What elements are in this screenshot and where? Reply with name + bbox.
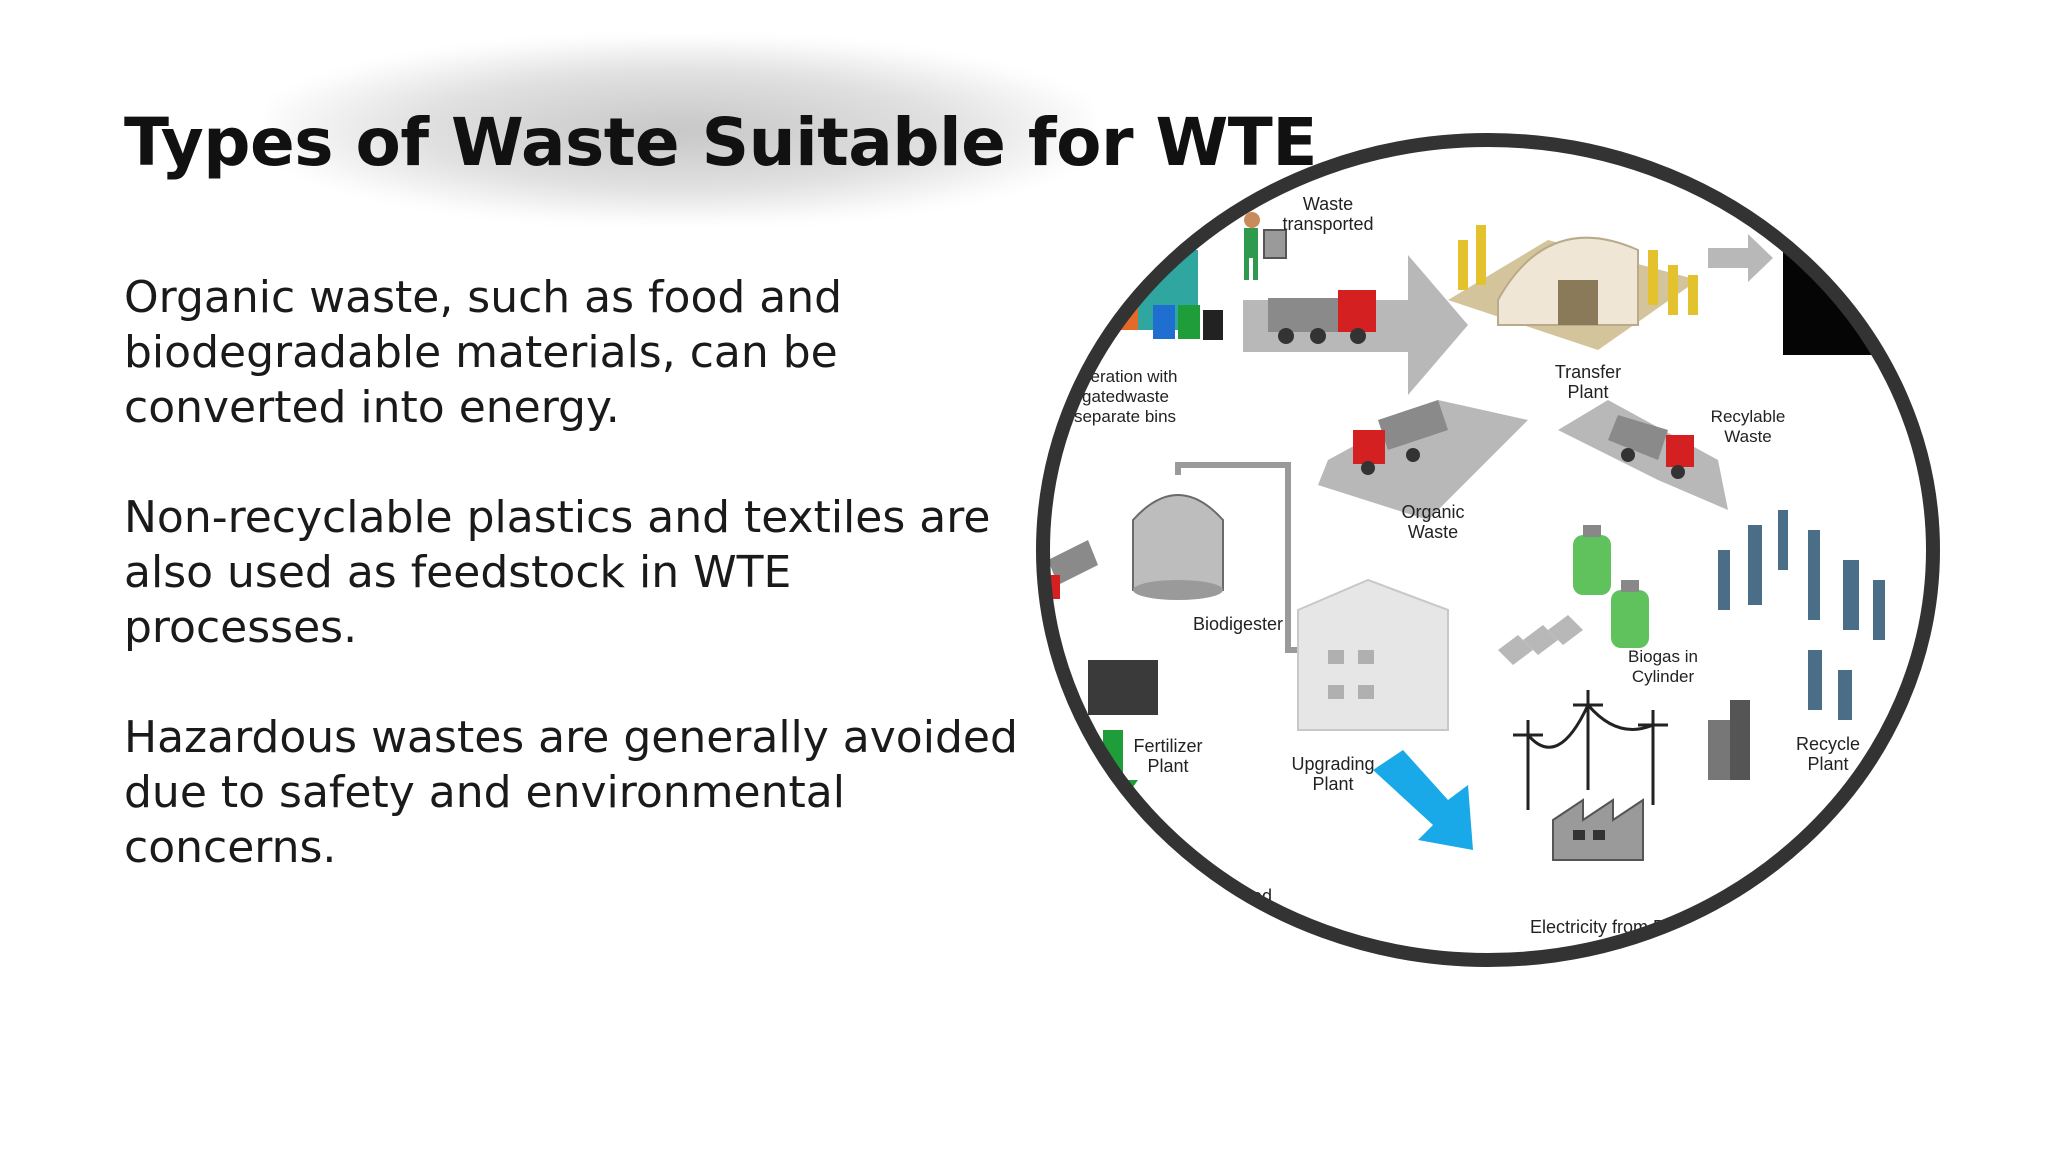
biodigester-icon bbox=[1132, 462, 1308, 653]
truck-icon bbox=[1268, 290, 1376, 344]
illustration-ring bbox=[1036, 133, 1940, 967]
label-transfer-2: Plant bbox=[1567, 382, 1608, 402]
label-recycle-1: Recycle bbox=[1796, 734, 1860, 754]
label-recyclable-1: Recylable bbox=[1711, 407, 1786, 426]
chevron-arrows-icon bbox=[1498, 615, 1583, 665]
label-recycle-2: Plant bbox=[1807, 754, 1848, 774]
paragraph-plastics-textiles: Non-recyclable plastics and textiles are… bbox=[124, 492, 991, 653]
label-generation-1: e generation with bbox=[1048, 367, 1177, 386]
recycle-plant-machinery-icon bbox=[1718, 510, 1885, 720]
arrow-right-icon bbox=[1708, 234, 1773, 282]
title-shadow-glow bbox=[270, 40, 1090, 220]
blue-flow-arrow-icon bbox=[1373, 750, 1473, 850]
paragraph-hazardous-wastes: Hazardous wastes are generally avoided d… bbox=[124, 712, 1018, 873]
label-fertilizer-2: Plant bbox=[1147, 756, 1188, 776]
label-recyclable-2: Waste bbox=[1724, 427, 1772, 446]
city-buildings-icon bbox=[1708, 700, 1750, 780]
label-transfer-1: Transfer bbox=[1555, 362, 1621, 382]
label-waste-transported-2: transported bbox=[1282, 214, 1373, 234]
slide-title: Types of Waste Suitable for WTE bbox=[124, 104, 1317, 181]
label-biogas-2: Cylinder bbox=[1632, 667, 1695, 686]
upgrading-plant-icon bbox=[1297, 578, 1449, 731]
label-organic-2: Waste bbox=[1408, 522, 1458, 542]
organic-truck-icon bbox=[1353, 400, 1448, 475]
label-fertilizer-1: Fertilizer bbox=[1133, 736, 1202, 756]
recyclable-waste-arrow-icon bbox=[1558, 400, 1728, 510]
label-organic-1: Organic bbox=[1401, 502, 1464, 522]
power-lines-icon bbox=[1513, 690, 1668, 810]
paragraph-organic-waste: Organic waste, such as food and biodegra… bbox=[124, 272, 843, 433]
waste-to-energy-illustration: Waste transported Transfer Plant e gener… bbox=[1036, 133, 1940, 967]
transfer-plant-icon bbox=[1448, 225, 1698, 350]
factory-icon bbox=[1552, 798, 1644, 861]
organic-waste-arrow-icon bbox=[1318, 400, 1528, 520]
label-biogas-1: Biogas in bbox=[1628, 647, 1698, 666]
label-upgrading-2: Plant bbox=[1312, 774, 1353, 794]
label-generation-3: in separate bins bbox=[1056, 407, 1176, 426]
label-waste-transported-1: Waste bbox=[1303, 194, 1353, 214]
slide-body: Organic waste, such as food and biodegra… bbox=[124, 270, 1024, 930]
label-upgrading-1: Upgrading bbox=[1291, 754, 1374, 774]
biogas-cylinder-icon bbox=[1573, 525, 1649, 648]
label-biodigester: Biodigester bbox=[1193, 614, 1283, 634]
fertilizer-soil-icon bbox=[1088, 660, 1158, 715]
recyclable-truck-icon bbox=[1608, 415, 1694, 479]
worker-icon bbox=[1244, 212, 1287, 280]
